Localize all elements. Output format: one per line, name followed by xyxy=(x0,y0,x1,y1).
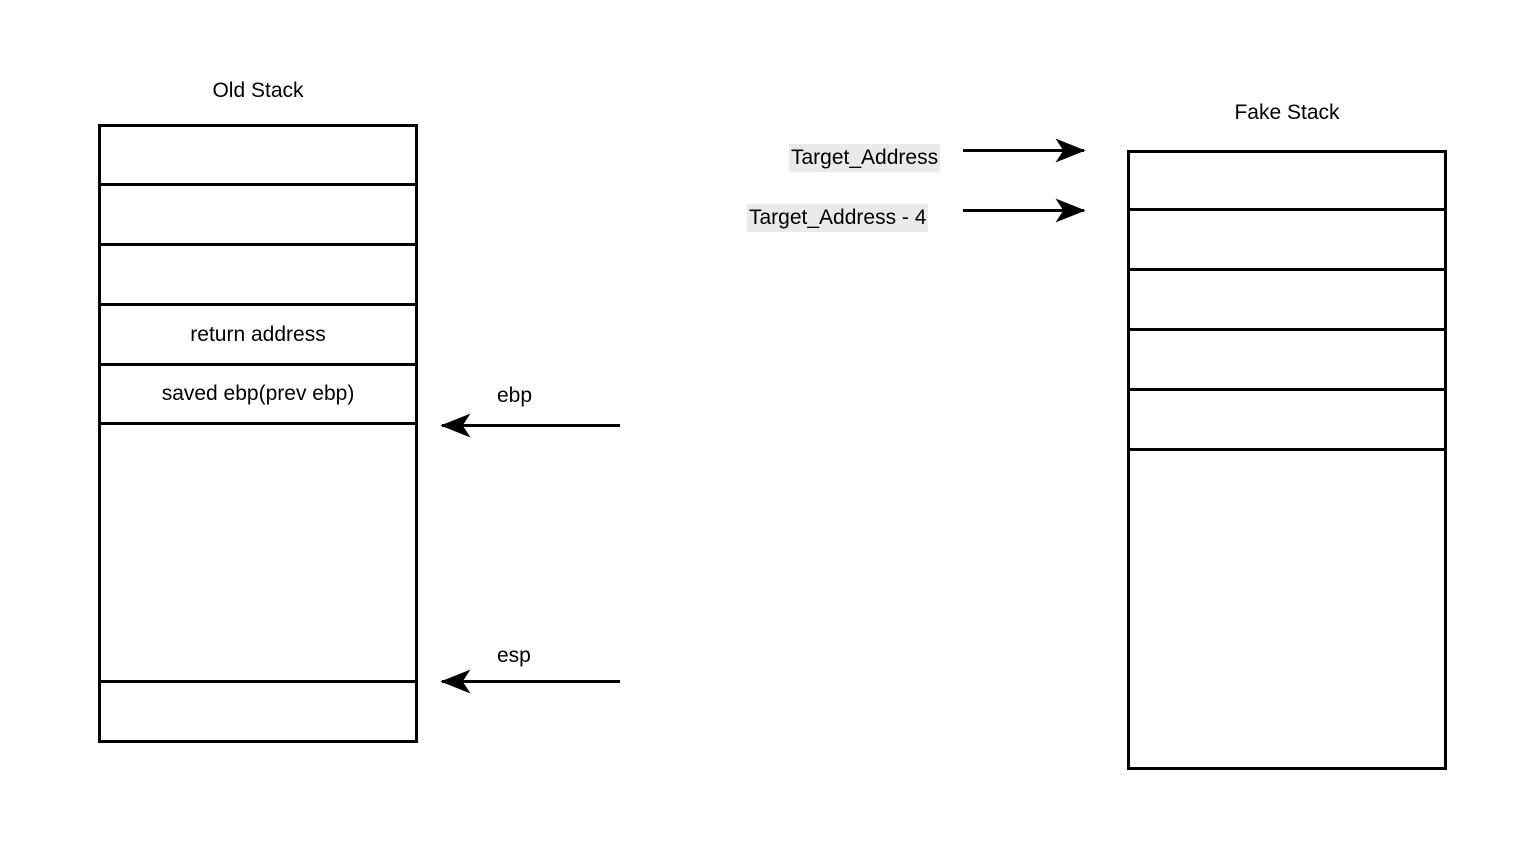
fake-stack-cell-2 xyxy=(1130,271,1444,331)
fake-stack-cell-4 xyxy=(1130,391,1444,451)
old-stack-cell-return-address-label: return address xyxy=(190,322,326,346)
old-stack-cell-2 xyxy=(101,246,415,306)
fake-stack-cell-3 xyxy=(1130,331,1444,391)
ebp-register-label: ebp xyxy=(497,384,533,407)
target-address-minus-4-label: Target_Address - 4 xyxy=(747,204,929,232)
old-stack-cell-return-address: return address xyxy=(101,306,415,366)
fake-stack-frame xyxy=(1127,150,1447,770)
old-stack-cell-saved-ebp-label: saved ebp(prev ebp) xyxy=(161,382,355,405)
fake-stack-cell-1 xyxy=(1130,211,1444,271)
old-stack-cell-5 xyxy=(101,425,415,683)
fake-stack-cell-5 xyxy=(1130,451,1444,767)
esp-register-label: esp xyxy=(497,644,531,667)
old-stack-cell-saved-ebp: saved ebp(prev ebp) xyxy=(101,366,415,425)
old-stack-frame: return address saved ebp(prev ebp) xyxy=(98,124,418,743)
old-stack-title: Old Stack xyxy=(212,79,304,102)
fake-stack-cell-0 xyxy=(1130,153,1444,211)
old-stack-cell-6 xyxy=(101,683,415,740)
old-stack-cell-0 xyxy=(101,127,415,186)
old-stack-cell-1 xyxy=(101,186,415,246)
fake-stack-title: Fake Stack xyxy=(1234,101,1340,124)
target-address-label: Target_Address xyxy=(789,144,941,172)
